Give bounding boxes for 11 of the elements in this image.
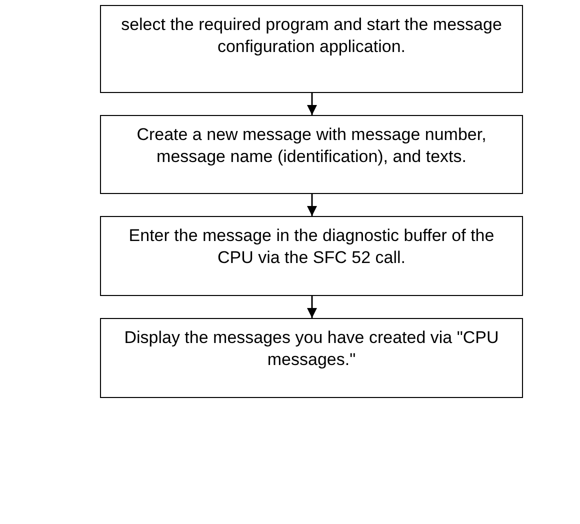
process-box bbox=[100, 216, 523, 296]
process-box bbox=[100, 318, 523, 398]
step-text: select the required program and start the message configuration application. bbox=[120, 14, 503, 58]
arrow bbox=[307, 194, 317, 216]
process-box bbox=[100, 5, 523, 93]
arrow bbox=[307, 93, 317, 115]
arrow bbox=[307, 296, 317, 318]
step-text: Create a new message with message number, message name (identification), and texts. bbox=[136, 124, 488, 168]
process-box bbox=[100, 115, 523, 194]
step-text: Enter the message in the diagnostic buffer of the CPU via the SFC 52 call. bbox=[128, 225, 496, 269]
step-text: Display the messages you have created via "CPU messages." bbox=[123, 327, 500, 371]
